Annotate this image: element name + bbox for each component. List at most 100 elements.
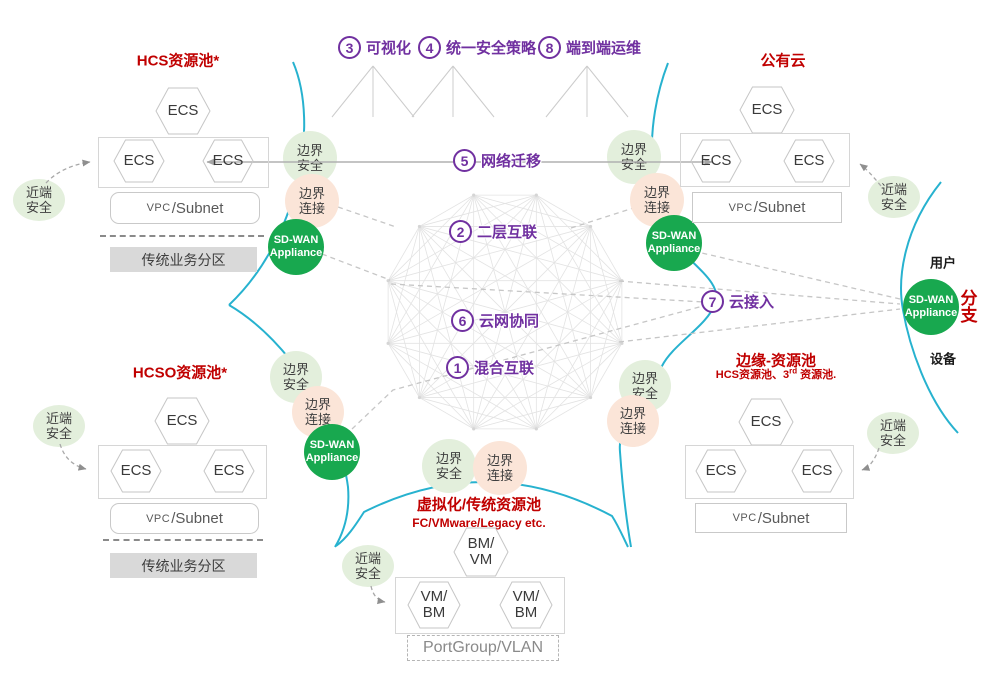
hexagon-shape [408, 582, 460, 628]
user-label: 用户 [929, 255, 957, 271]
link-left-sdwan-mesh [321, 253, 391, 281]
ecs-label: ECS [750, 413, 782, 431]
hcs-subnet-group [98, 137, 269, 188]
boundary-connect-label: 边界连接 [643, 184, 670, 215]
vpc-label: VPC [146, 202, 171, 214]
vpc-label: VPC [728, 201, 753, 214]
link-mesh-cloud-access [390, 283, 705, 303]
boundary-connect-label: 边界连接 [298, 185, 325, 216]
badge-number: 8 [538, 36, 561, 59]
badge-number: 6 [451, 309, 474, 332]
tent-icon [411, 65, 495, 118]
badge-number: 2 [449, 220, 472, 243]
badge-cloud-access: 7 云接入 [701, 290, 774, 313]
virt-group [395, 577, 565, 634]
legacy-divider [100, 235, 264, 237]
vpc-subnet-box: VPC/Subnet [110, 192, 260, 224]
ecs-node: ECS [696, 450, 746, 492]
ecs-label: ECS [700, 152, 732, 170]
subnet-label: /Subnet [171, 199, 224, 217]
ecs-label: ECS [123, 152, 155, 170]
badge-number: 3 [338, 36, 361, 59]
near-security-label: 近端安全 [45, 410, 72, 441]
badge-number: 1 [446, 356, 469, 379]
ecs-node: ECS [691, 140, 741, 182]
hexagon-shape [784, 140, 834, 182]
ecs-node: ECS [156, 88, 210, 134]
pool-subtitle-virt: FC/VMware/Legacy etc. [412, 516, 546, 530]
pool-title-hcs: HCS资源池* [136, 52, 220, 70]
subnet-label: /Subnet [753, 199, 806, 216]
boundary-security-label: 边界安全 [282, 361, 309, 392]
portgroup-vlan-box: PortGroup/VLAN [407, 635, 559, 661]
badge-network-migration: 5 网络迁移 [453, 149, 541, 172]
badge-label: 统一安全策略 [446, 40, 537, 57]
legacy-divider [103, 539, 263, 541]
vpc-subnet-box: VPC/Subnet [695, 503, 847, 533]
boundary-security-label: 边界安全 [620, 141, 647, 172]
near-security-arrow [370, 585, 386, 605]
hexagon-shape [500, 582, 552, 628]
boundary-security-label: 边界安全 [435, 450, 462, 481]
near-security-arrow [861, 447, 880, 471]
legacy-zone-box: 传统业务分区 [110, 247, 257, 272]
badge-label: 可视化 [366, 40, 412, 57]
vpc-label: VPC [732, 512, 757, 524]
vm-bm-node: VM/BM [500, 582, 552, 628]
ecs-label: ECS [166, 412, 198, 430]
ecs-node: ECS [784, 140, 834, 182]
link-mesh-branch-2 [618, 308, 901, 343]
vm-bm-label: VM/BM [420, 588, 448, 621]
ecs-node: ECS [111, 450, 161, 492]
badge-label: 云网协同 [479, 313, 540, 330]
vpc-label: VPC [146, 512, 171, 525]
ecs-label: ECS [751, 101, 783, 119]
ecs-label: ECS [705, 462, 737, 480]
pool-subtitle-edge: HCS资源池、3rd 资源池. [715, 366, 837, 381]
ecs-node: ECS [740, 87, 794, 133]
vpc-subnet-box: VPC/Subnet [110, 503, 259, 534]
badge-cloud-network-synergy: 6 云网协同 [451, 309, 539, 332]
pool-title-public-cloud: 公有云 [760, 52, 806, 70]
bm-vm-node: BM/VM [454, 528, 508, 576]
near-security-label: 近端安全 [25, 184, 52, 215]
near-security-label: 近端安全 [880, 181, 907, 212]
vm-bm-node: VM/BM [408, 582, 460, 628]
near-security-label: 近端安全 [879, 417, 906, 448]
tent-icon [331, 65, 415, 118]
hexagon-shape [114, 140, 164, 182]
dashed-connections [321, 202, 901, 430]
boundary-connect-circle: 边界连接 [473, 441, 527, 495]
ecs-label: ECS [793, 152, 825, 170]
branch-label: 分支 [960, 289, 978, 325]
hexagon-shape [696, 450, 746, 492]
legacy-zone-box: 传统业务分区 [110, 553, 257, 578]
hexagon-shape [691, 140, 741, 182]
hexagon-shape [155, 398, 209, 444]
badge-label: 二层互联 [477, 224, 538, 241]
ecs-node: ECS [739, 399, 793, 445]
ecs-label: ECS [801, 462, 833, 480]
edge-subnet-group [685, 445, 854, 499]
boundary-security-circle: 边界安全 [422, 439, 476, 493]
vpc-subnet-box: VPC/Subnet [692, 192, 842, 223]
boundary-connect-circle: 边界连接 [607, 395, 659, 447]
hexagon-shape [203, 140, 253, 182]
ecs-node: ECS [204, 450, 254, 492]
hexagon-shape [792, 450, 842, 492]
pool-title-edge: 边缘-资源池 [736, 352, 816, 370]
subnet-label: /Subnet [171, 510, 223, 527]
near-security-circle: 近端安全 [13, 179, 65, 221]
badge-l2-interconnect: 2 二层互联 [449, 220, 537, 243]
near-security-label: 近端安全 [354, 550, 381, 581]
hcso-subnet-group [98, 445, 267, 499]
ecs-label: ECS [213, 462, 245, 480]
hexagon-shape [156, 88, 210, 134]
ecs-node: ECS [792, 450, 842, 492]
